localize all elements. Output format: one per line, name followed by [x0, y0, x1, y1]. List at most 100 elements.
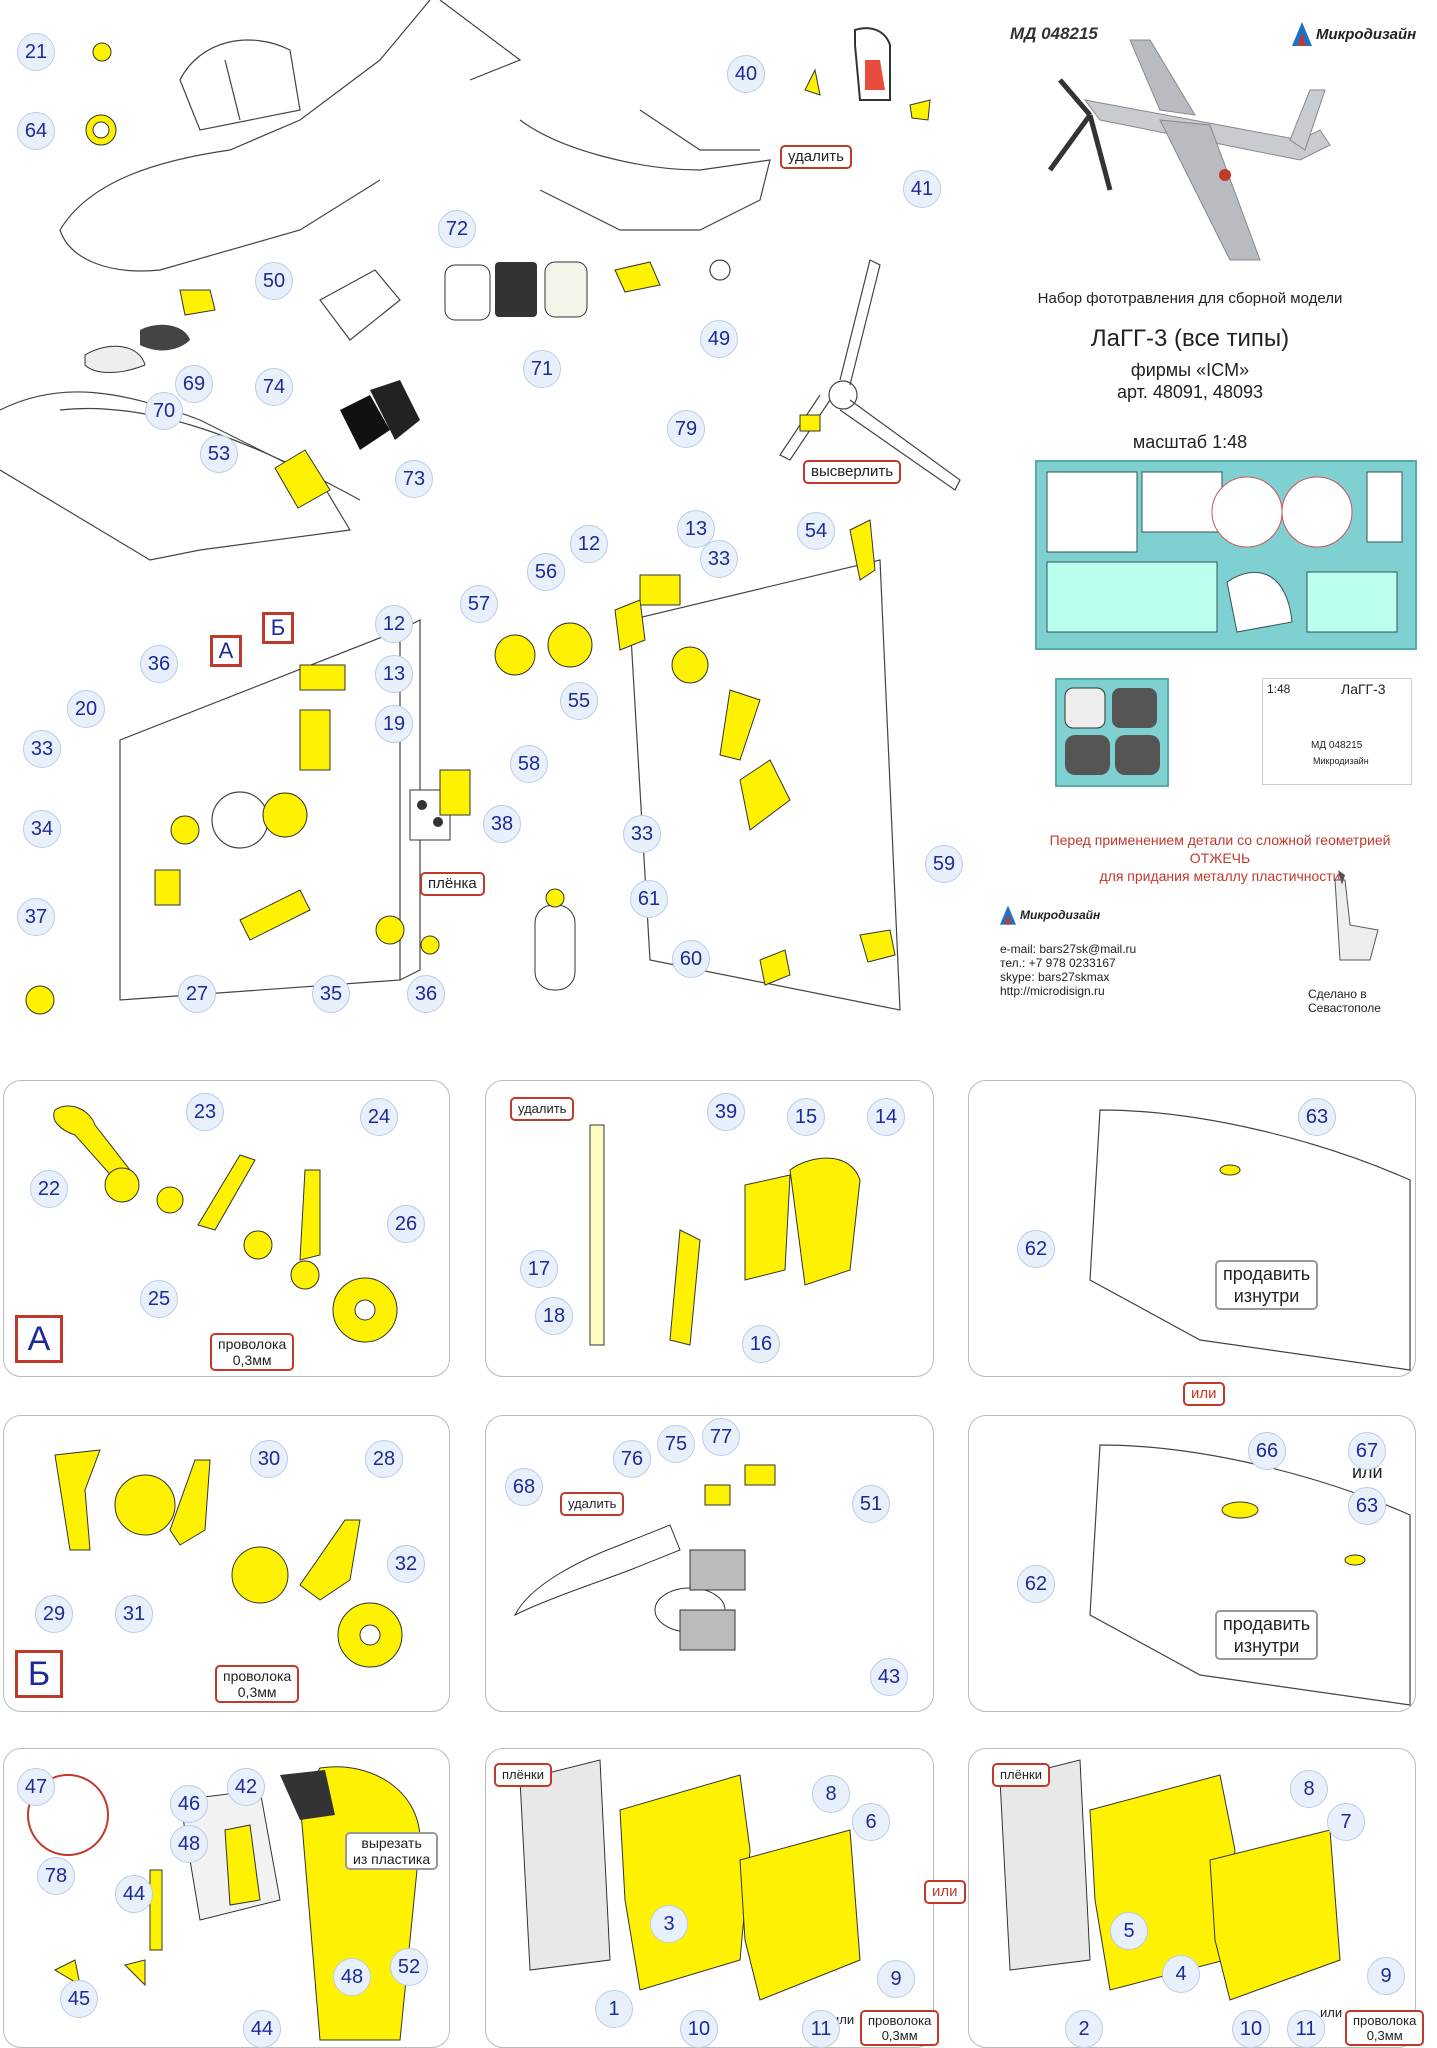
warning-line1: Перед применением детали со сложной геом… — [1049, 832, 1391, 848]
part-callout-18: 18 — [535, 1297, 573, 1335]
wire-label-dash2: проволока 0,3мм — [1345, 2010, 1425, 2046]
part-callout-77: 77 — [702, 1418, 740, 1456]
part-callout-9: 9 — [877, 1960, 915, 1998]
part-callout-63: 63 — [1348, 1487, 1386, 1525]
monument-icon — [1334, 870, 1379, 961]
part-callout-27: 27 — [178, 975, 216, 1013]
part-callout-22: 22 — [30, 1170, 68, 1208]
wire-label-b: проволока 0,3мм — [215, 1665, 300, 1703]
press-label-1: продавить изнутри — [1215, 1260, 1319, 1310]
part-callout-71: 71 — [523, 350, 561, 388]
or-label-gun: или — [1183, 1382, 1225, 1406]
part-callout-32: 32 — [387, 1545, 425, 1583]
part-callout-5: 5 — [1110, 1912, 1148, 1950]
remove-label-40: удалить — [780, 145, 852, 169]
part-callout-60: 60 — [672, 940, 710, 978]
warning-line3: для придания металлу пластичности — [1099, 868, 1341, 884]
contacts-logo-icon — [1000, 905, 1016, 925]
airplane-photo-icon — [1047, 39, 1331, 261]
part-callout-26: 26 — [387, 1205, 425, 1243]
wire-label-b-size: 0,3мм — [237, 1684, 277, 1700]
part-callout-46: 46 — [170, 1785, 208, 1823]
part-callout-48: 48 — [333, 1958, 371, 1996]
part-callout-33: 33 — [623, 815, 661, 853]
part-callout-6: 6 — [852, 1803, 890, 1841]
part-callout-56: 56 — [527, 553, 565, 591]
part-callout-63: 63 — [1298, 1098, 1336, 1136]
part-callout-21: 21 — [17, 33, 55, 71]
part-callout-75: 75 — [657, 1425, 695, 1463]
part-callout-19: 19 — [375, 705, 413, 743]
cut-plastic-line1: вырезать — [361, 1835, 422, 1851]
films-label-1: плёнки — [494, 1763, 552, 1787]
part-callout-55: 55 — [560, 682, 598, 720]
part-callout-16: 16 — [742, 1325, 780, 1363]
part-callout-42: 42 — [227, 1768, 265, 1806]
part-callout-70: 70 — [145, 392, 183, 430]
part-callout-61: 61 — [630, 880, 668, 918]
remove-label-bomb: удалить — [560, 1492, 625, 1516]
part-callout-40: 40 — [727, 55, 765, 93]
wire-label-dash1: проволока 0,3мм — [860, 2010, 940, 2046]
part-callout-7: 7 — [1327, 1803, 1365, 1841]
part-callout-37: 37 — [17, 898, 55, 936]
part-callout-13: 13 — [375, 655, 413, 693]
instruction-thumb: 1:48 ЛаГГ-3 МД 048215 Микродизайн — [1262, 678, 1412, 785]
part-callout-13: 13 — [677, 510, 715, 548]
thumb-brand: Микродизайн — [1313, 756, 1369, 766]
or-label-dash2: или — [1320, 2005, 1343, 2020]
part-callout-68: 68 — [505, 1468, 543, 1506]
part-callout-58: 58 — [510, 745, 548, 783]
part-callout-8: 8 — [1290, 1770, 1328, 1808]
part-callout-52: 52 — [390, 1948, 428, 1986]
part-callout-35: 35 — [312, 975, 350, 1013]
drill-label: высверлить — [803, 460, 902, 484]
wire-label-a-text: проволока — [218, 1336, 287, 1352]
brand-name: Микродизайн — [1316, 25, 1417, 43]
part-callout-20: 20 — [67, 690, 105, 728]
set-title: Набор фототравления для сборной модели — [1037, 290, 1343, 307]
part-callout-76: 76 — [613, 1440, 651, 1478]
part-callout-51: 51 — [852, 1485, 890, 1523]
model-name: ЛаГГ-3 (все типы) — [1090, 325, 1290, 352]
part-callout-53: 53 — [200, 435, 238, 473]
part-callout-38: 38 — [483, 805, 521, 843]
wire-label-dash1-text: проволока — [868, 2013, 932, 2028]
part-callout-25: 25 — [140, 1280, 178, 1318]
cut-plastic-label: вырезать из пластика — [345, 1832, 439, 1870]
part-callout-36: 36 — [407, 975, 445, 1013]
part-callout-62: 62 — [1017, 1565, 1055, 1603]
part-callout-72: 72 — [438, 210, 476, 248]
press-label-2: продавить изнутри — [1215, 1610, 1319, 1660]
thumb-name: ЛаГГ-3 — [1341, 681, 1386, 697]
part-callout-10: 10 — [1232, 2010, 1270, 2048]
part-callout-62: 62 — [1017, 1230, 1055, 1268]
press-label-1-line2: изнутри — [1233, 1286, 1300, 1306]
panel-gun-63 — [968, 1080, 1416, 1377]
part-callout-15: 15 — [787, 1098, 825, 1136]
scale: масштаб 1:48 — [1132, 432, 1248, 452]
contact-email: e-mail: bars27sk@mail.ru — [1000, 942, 1137, 956]
contacts-logo: Микродизайн — [1000, 905, 1100, 925]
part-callout-69: 69 — [175, 365, 213, 403]
film-label: плёнка — [420, 872, 485, 896]
part-callout-12: 12 — [375, 605, 413, 643]
part-callout-74: 74 — [255, 368, 293, 406]
part-callout-10: 10 — [680, 2010, 718, 2048]
thumb-scale: 1:48 — [1267, 682, 1291, 696]
part-callout-59: 59 — [925, 845, 963, 883]
part-callout-12: 12 — [570, 525, 608, 563]
contact-phone: тел.: +7 978 0233167 — [1000, 956, 1116, 970]
part-callout-78: 78 — [37, 1857, 75, 1895]
film-sheet-icon — [1055, 678, 1169, 787]
wire-label-dash1-size: 0,3мм — [881, 2028, 918, 2043]
part-callout-54: 54 — [797, 512, 835, 550]
part-callout-31: 31 — [115, 1595, 153, 1633]
part-callout-67: 67 — [1348, 1432, 1386, 1470]
panel-b-marker: Б — [15, 1650, 63, 1698]
panel-a-marker: А — [15, 1315, 63, 1363]
product-code: МД 048215 — [1010, 24, 1098, 43]
remove-label-stick: удалить — [510, 1097, 575, 1121]
part-callout-33: 33 — [700, 540, 738, 578]
